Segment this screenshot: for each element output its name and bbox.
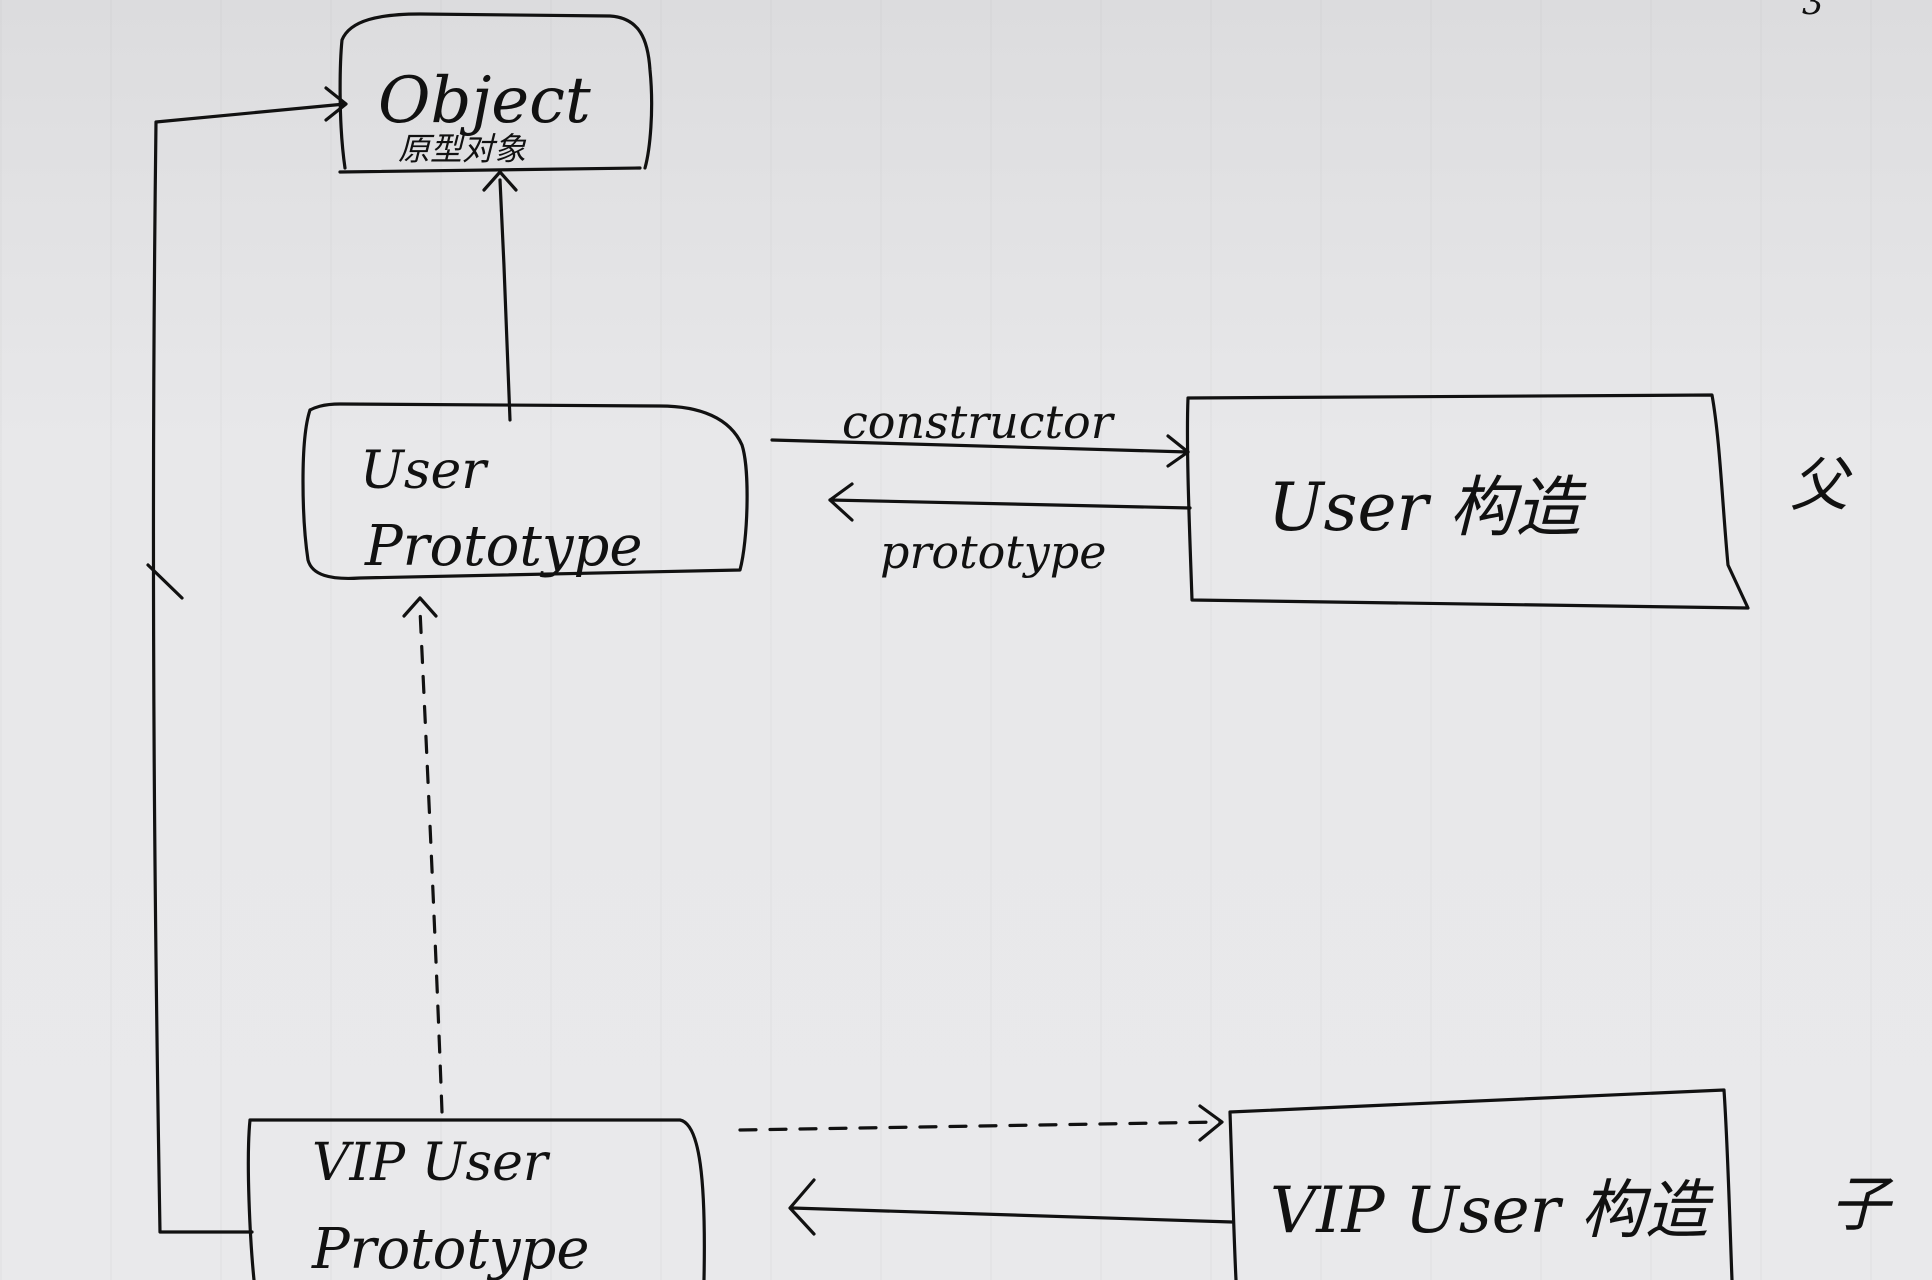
vip-constructor-box: VIP User 构造 [1228, 1088, 1734, 1280]
vip-prototype-line1: VIP User [312, 1133, 551, 1193]
object-subtitle: 原型对象 [398, 130, 527, 168]
object-box: Object 原型对象 [338, 12, 654, 174]
corner-page-mark: 3 [1802, 0, 1824, 23]
vip-prototype-line2: Prototype [311, 1217, 590, 1280]
constructor-arrow: constructor [770, 395, 1190, 468]
constructor-edge-label: constructor [842, 395, 1116, 449]
prototype-edge-label: prototype [880, 525, 1106, 579]
vip-constructor-label: VIP User 构造 [1270, 1174, 1714, 1248]
parent-label: 父 [1790, 451, 1853, 519]
vip-to-object-arrow [146, 86, 348, 1234]
vip-to-user-prototype-arrow [402, 596, 444, 1114]
user-prototype-line1: User [360, 441, 489, 501]
object-title: Object [378, 64, 591, 138]
user-constructor-label: User 构造 [1268, 469, 1587, 546]
vip-prototype-box: VIP User Prototype [246, 1118, 706, 1280]
vip-constructor-dashed-arrow [738, 1104, 1224, 1142]
child-label: 子 [1830, 1170, 1894, 1240]
user-prototype-box: User Prototype [301, 402, 749, 581]
user-prototype-line2: Prototype [364, 514, 643, 579]
user-constructor-box: User 构造 [1185, 393, 1750, 610]
user-to-object-arrow [482, 170, 518, 422]
prototype-arrow: prototype [828, 482, 1192, 579]
vip-prototype-return-arrow [788, 1178, 1234, 1236]
